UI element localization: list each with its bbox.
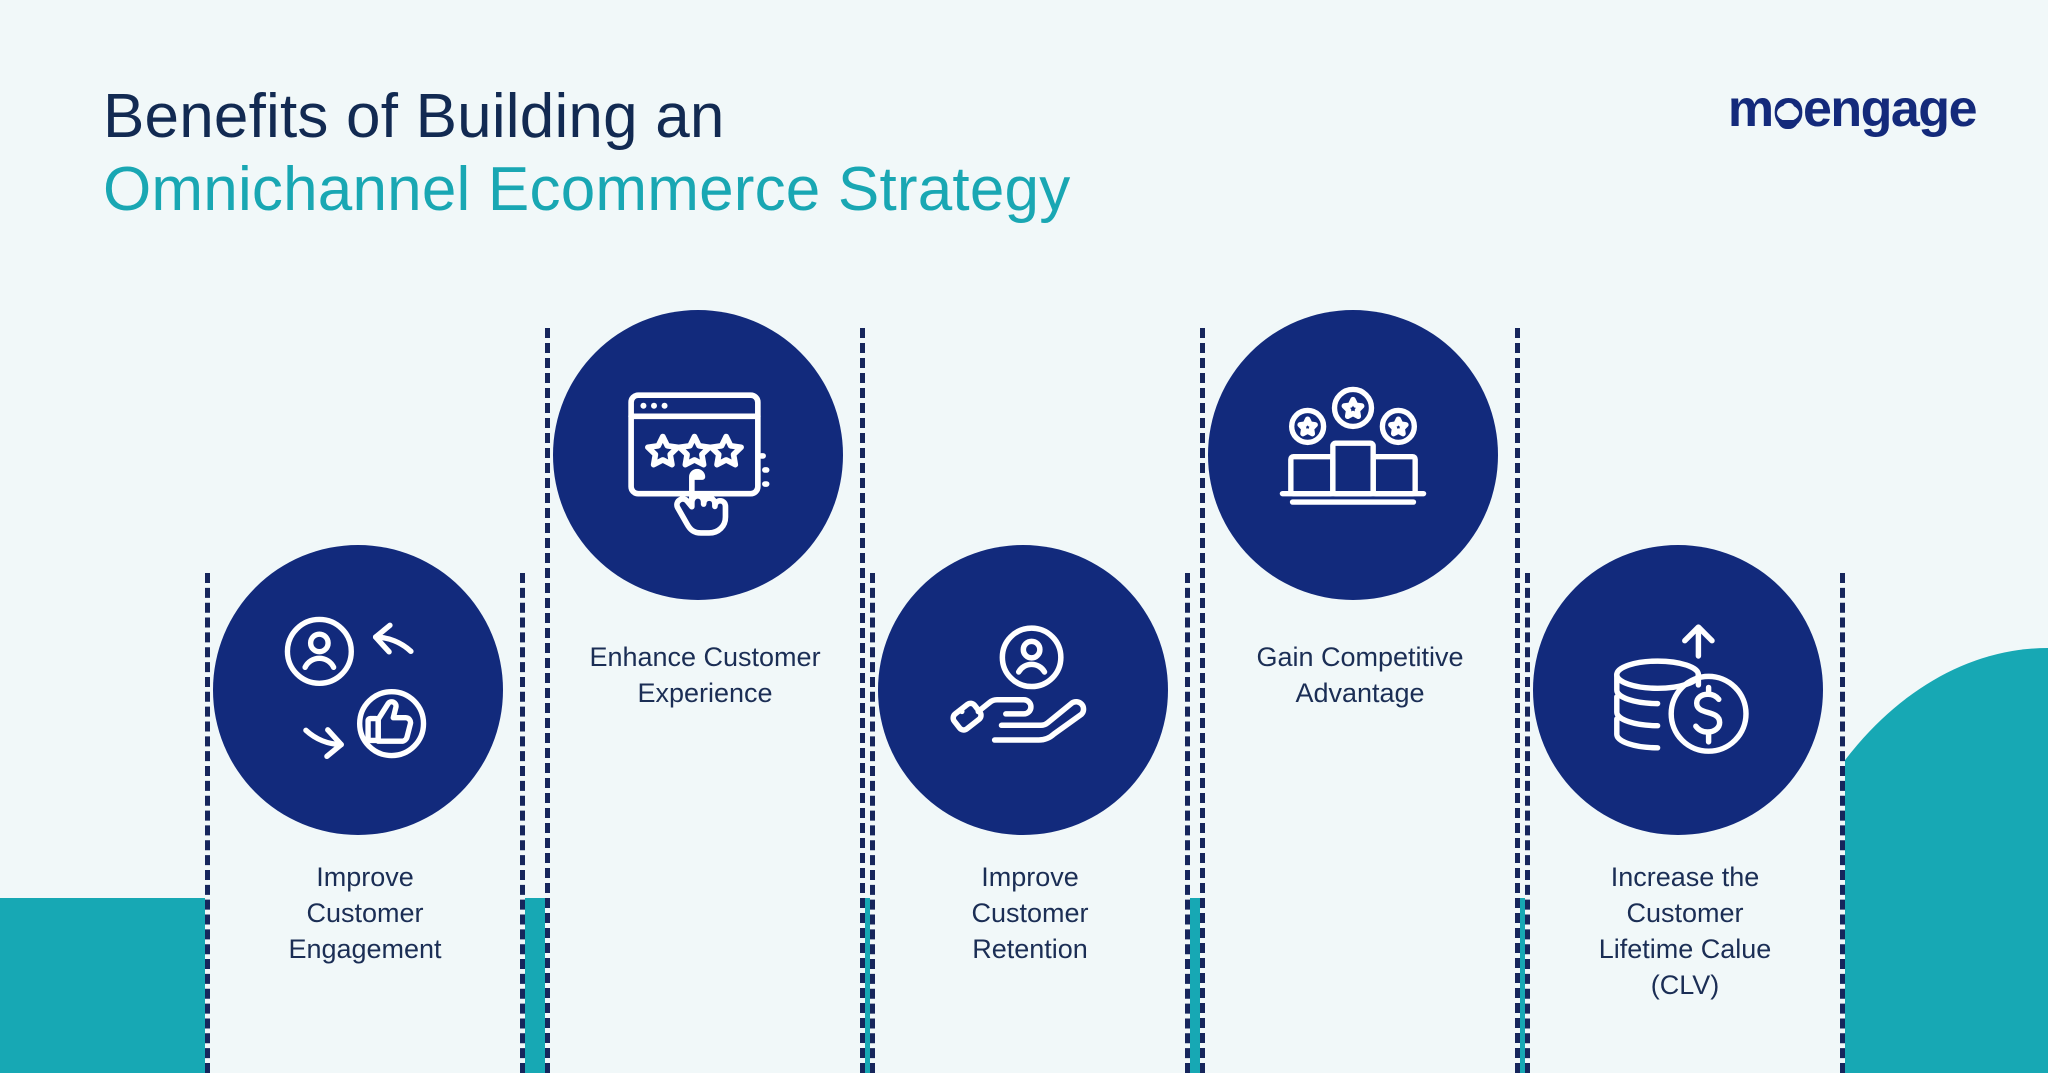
benefit-icon-circle-1 (213, 545, 503, 835)
podium-medals-icon (1269, 371, 1437, 539)
logo-text-post: engage (1802, 80, 1978, 138)
moengage-logo: m o engage (1727, 80, 1978, 138)
hand-holding-customer-icon (937, 604, 1109, 776)
logo-smile-o-glyph: o (1773, 83, 1805, 135)
logo-smile-shape (1777, 120, 1798, 129)
benefit-icon-circle-4 (1208, 310, 1498, 600)
title-line-2: Omnichannel Ecommerce Strategy (103, 155, 1071, 225)
benefit-label-5: Increase the Customer Lifetime Calue (CL… (1598, 862, 1772, 1000)
benefit-icon-circle-5 (1533, 545, 1823, 835)
benefit-label-1: Improve Customer Engagement (288, 862, 442, 964)
title-line-1: Benefits of Building an (103, 82, 725, 151)
teal-bar-left (0, 898, 210, 1073)
benefit-icon-circle-3 (878, 545, 1168, 835)
browser-star-rating-click-icon (610, 367, 786, 543)
benefit-label-3: Improve Customer Retention (971, 862, 1089, 964)
benefit-label-2: Enhance Customer Experience (589, 642, 821, 708)
logo-text-pre: m (1727, 80, 1774, 138)
page-title: Benefits of Building an Omnichannel Ecom… (103, 82, 1070, 225)
teal-bar-right (1840, 898, 2048, 1073)
benefit-icon-circle-2 (553, 310, 843, 600)
users-cycle-thumbsup-icon (274, 606, 442, 774)
benefit-label-4: Gain Competitive Advantage (1256, 642, 1464, 708)
coins-stack-growth-icon (1593, 605, 1763, 775)
logo-o-hole (1776, 105, 1799, 121)
